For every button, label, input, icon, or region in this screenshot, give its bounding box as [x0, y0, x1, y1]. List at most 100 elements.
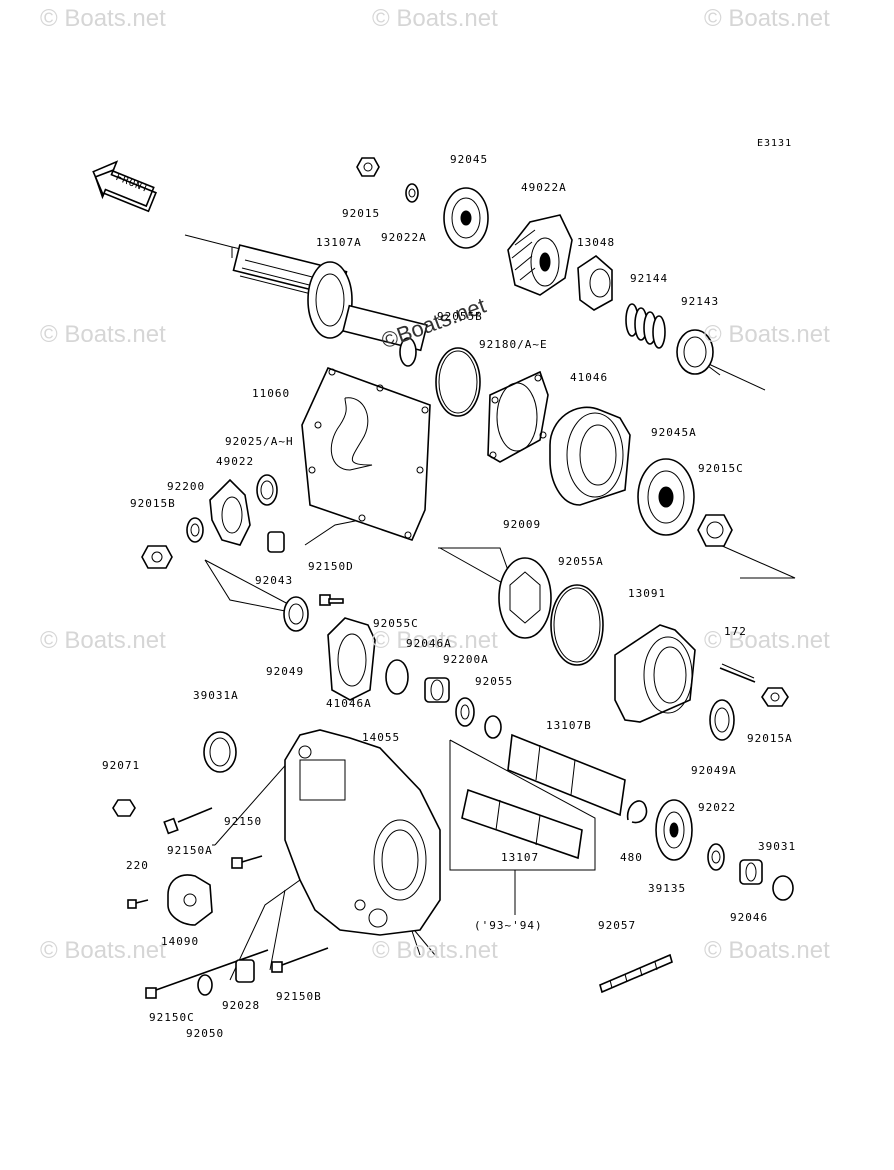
- part-label[interactable]: 92200: [167, 480, 206, 493]
- case-14055: [284, 729, 441, 936]
- part-label[interactable]: 92144: [630, 272, 669, 285]
- part-label[interactable]: 41046A: [326, 697, 372, 710]
- watermark: © Boats.net: [704, 627, 830, 654]
- washer-92022a: [405, 183, 419, 203]
- stud-172: [719, 663, 756, 683]
- part-label[interactable]: 92055A: [558, 555, 604, 568]
- bearing-92045: [443, 187, 489, 249]
- part-label[interactable]: 92180/A~E: [479, 338, 548, 351]
- part-label[interactable]: 92071: [102, 759, 141, 772]
- part-label[interactable]: 92055C: [373, 617, 419, 630]
- part-label[interactable]: 92150D: [308, 560, 354, 573]
- part-label[interactable]: 172: [724, 625, 747, 638]
- part-label[interactable]: 13107B: [546, 719, 592, 732]
- coupling-13048: [577, 254, 613, 311]
- o-ring-92055a: [550, 584, 604, 666]
- part-label[interactable]: 92015: [342, 207, 381, 220]
- part-label[interactable]: 13107A: [316, 236, 362, 249]
- part-label[interactable]: 92150A: [167, 844, 213, 857]
- watermark: © Boats.net: [704, 5, 830, 32]
- part-label[interactable]: 92045: [450, 153, 489, 166]
- year-note: ('93~'94): [474, 919, 543, 932]
- bolt-92150b: [271, 947, 329, 973]
- nut-92015c: [697, 514, 733, 547]
- part-label[interactable]: 92046: [730, 911, 769, 924]
- part-label[interactable]: 92015B: [130, 497, 176, 510]
- part-label[interactable]: 13091: [628, 587, 667, 600]
- part-label[interactable]: 11060: [252, 387, 291, 400]
- part-label[interactable]: 92057: [598, 919, 637, 932]
- part-label[interactable]: 39031: [758, 840, 797, 853]
- part-label[interactable]: 92022A: [381, 231, 427, 244]
- part-label[interactable]: 39031A: [193, 689, 239, 702]
- circlip-480: [626, 800, 648, 824]
- part-label[interactable]: 92028: [222, 999, 261, 1012]
- part-label[interactable]: 39135: [648, 882, 687, 895]
- shaft-13107b: [507, 733, 626, 817]
- oil-seal-92049: [283, 596, 309, 632]
- bearing-92045a: [637, 458, 695, 536]
- part-label[interactable]: 480: [620, 851, 643, 864]
- part-label[interactable]: 13048: [577, 236, 616, 249]
- part-label[interactable]: 49022A: [521, 181, 567, 194]
- bevel-gear-49022a: [507, 214, 573, 296]
- bearing-housing-41046a: [327, 617, 376, 701]
- diagram-code: E3131: [757, 138, 793, 149]
- watermark: © Boats.net: [704, 321, 830, 348]
- part-label[interactable]: 41046: [570, 371, 609, 384]
- front-arrow-icon: [92, 160, 157, 213]
- part-label[interactable]: 92022: [698, 801, 737, 814]
- washer-92200: [186, 517, 204, 543]
- bevel-gear-49022: [209, 478, 251, 546]
- nut-92015b: [141, 545, 173, 569]
- cap-39031: [772, 875, 794, 901]
- part-label[interactable]: 92025/A~H: [225, 435, 294, 448]
- part-label[interactable]: 92049A: [691, 764, 737, 777]
- watermark: © Boats.net: [372, 5, 498, 32]
- part-label[interactable]: 92150C: [149, 1011, 195, 1024]
- part-label[interactable]: 92050: [186, 1027, 225, 1040]
- part-label[interactable]: 49022: [216, 455, 255, 468]
- drive-shaft-13107a: [232, 244, 428, 367]
- watermark: © Boats.net: [40, 5, 166, 32]
- part-label[interactable]: 220: [126, 859, 149, 872]
- washer-92022: [707, 843, 725, 871]
- gasket-92180: [487, 370, 549, 463]
- part-label[interactable]: 13107: [501, 851, 540, 864]
- gasket-11060: [301, 366, 431, 541]
- part-label[interactable]: 92049: [266, 665, 305, 678]
- seal-39031a: [203, 731, 237, 773]
- part-label[interactable]: 92009: [503, 518, 542, 531]
- o-ring-92055: [484, 715, 502, 739]
- collar-92143: [676, 329, 714, 375]
- part-label[interactable]: 92143: [681, 295, 720, 308]
- nut-92015a: [761, 687, 789, 707]
- washer-92050: [197, 974, 213, 996]
- spring-92144: [625, 303, 666, 349]
- part-label[interactable]: 92015C: [698, 462, 744, 475]
- seal-92049a: [709, 699, 735, 741]
- part-label[interactable]: 14090: [161, 935, 200, 948]
- housing-41046: [549, 406, 631, 506]
- washer-92025: [256, 474, 278, 506]
- part-label[interactable]: 92015A: [747, 732, 793, 745]
- part-label[interactable]: 92150: [224, 815, 263, 828]
- nut-92015: [356, 157, 380, 177]
- part-label[interactable]: 92046A: [406, 637, 452, 650]
- part-label[interactable]: 92055B: [437, 310, 483, 323]
- cover-14090: [167, 874, 213, 926]
- o-ring-92055b: [435, 347, 481, 417]
- housing-13091: [614, 624, 696, 723]
- part-label[interactable]: 92045A: [651, 426, 697, 439]
- part-label[interactable]: 14055: [362, 731, 401, 744]
- washer-92200a: [455, 697, 475, 727]
- seal-92009: [498, 557, 552, 639]
- shaft-13107: [461, 788, 583, 860]
- bolt-92150d: [319, 594, 344, 606]
- part-label[interactable]: 92055: [475, 675, 514, 688]
- part-label[interactable]: 92150B: [276, 990, 322, 1003]
- part-label[interactable]: 92043: [255, 574, 294, 587]
- part-label[interactable]: 92200A: [443, 653, 489, 666]
- bolt-220: [127, 899, 149, 909]
